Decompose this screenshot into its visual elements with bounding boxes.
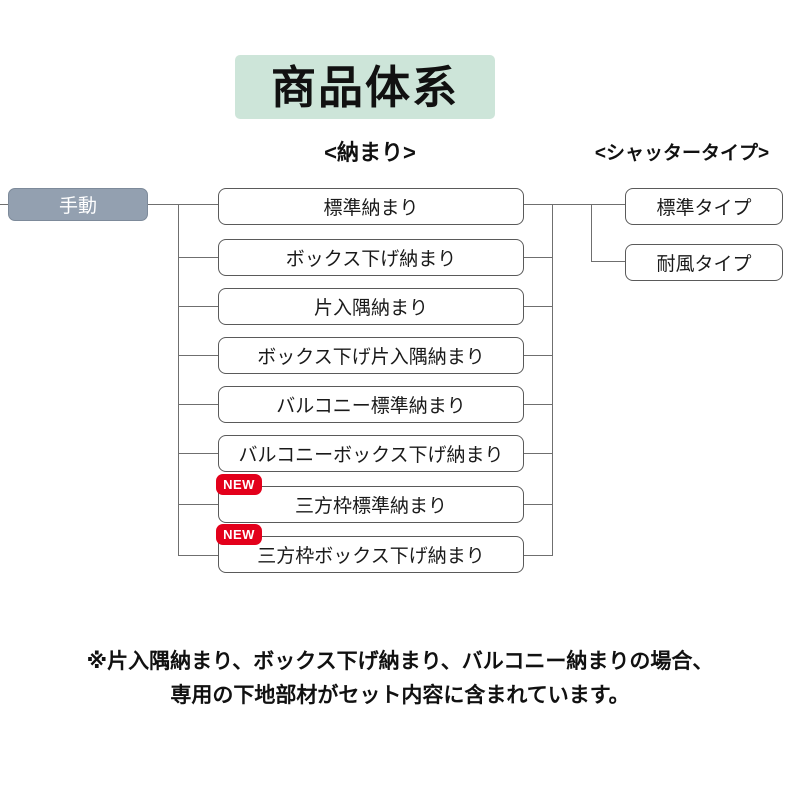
column-header-shutter-type: <シャッタータイプ> — [594, 143, 770, 164]
connector-branch-right-7 — [524, 504, 553, 505]
node-osamari-1[interactable]: 標準納まり — [218, 188, 524, 225]
connector-branch-left-8 — [178, 555, 218, 556]
new-badge-osamari-8-label: NEW — [223, 527, 255, 542]
node-osamari-6-label: バルコニーボックス下げ納まり — [238, 445, 504, 466]
footnote-line-2: 専用の下地部材がセット内容に含まれています。 — [170, 684, 630, 707]
node-osamari-8[interactable]: 三方枠ボックス下げ納まり — [218, 536, 524, 573]
node-osamari-4-label: ボックス下げ片入隅納まり — [257, 347, 485, 368]
connector-right-trunk — [552, 204, 553, 556]
connector-branch-right-4 — [524, 355, 553, 356]
connector-shutter-trunk — [591, 204, 592, 262]
connector-branch-left-3 — [178, 306, 218, 307]
node-osamari-3-label: 片入隅納まり — [313, 298, 428, 319]
connector-left-trunk — [178, 204, 179, 556]
connector-branch-left-7 — [178, 504, 218, 505]
connector-branch-right-8 — [524, 555, 553, 556]
node-osamari-2-label: ボックス下げ納まり — [285, 249, 457, 270]
connector-branch-right-5 — [524, 404, 553, 405]
node-osamari-6[interactable]: バルコニーボックス下げ納まり — [218, 435, 524, 472]
node-osamari-2[interactable]: ボックス下げ納まり — [218, 239, 524, 276]
connector-branch-right-6 — [524, 453, 553, 454]
node-root-manual[interactable]: 手動 — [8, 188, 148, 221]
connector-branch-right-2 — [524, 257, 553, 258]
diagram-title-box: 商品体系 — [235, 55, 495, 119]
connector-trunk-to-shutter — [552, 204, 592, 205]
new-badge-osamari-7-label: NEW — [223, 477, 255, 492]
node-root-manual-label: 手動 — [58, 196, 97, 217]
connector-branch-left-5 — [178, 404, 218, 405]
footnote-line-1: ※片入隅納まり、ボックス下げ納まり、バルコニー納まりの場合、 — [86, 650, 714, 673]
connector-shutter-branch-1 — [591, 204, 625, 205]
node-osamari-5-label: バルコニー標準納まり — [276, 396, 466, 417]
node-shutter-2-label: 耐風タイプ — [656, 254, 752, 275]
node-osamari-8-label: 三方枠ボックス下げ納まり — [257, 546, 485, 567]
node-osamari-3[interactable]: 片入隅納まり — [218, 288, 524, 325]
connector-branch-left-4 — [178, 355, 218, 356]
connector-branch-right-3 — [524, 306, 553, 307]
node-osamari-4[interactable]: ボックス下げ片入隅納まり — [218, 337, 524, 374]
connector-shutter-branch-2 — [591, 261, 625, 262]
footnote: ※片入隅納まり、ボックス下げ納まり、バルコニー納まりの場合、 専用の下地部材がセ… — [0, 645, 800, 713]
connector-branch-left-1 — [178, 204, 218, 205]
node-osamari-7[interactable]: 三方枠標準納まり — [218, 486, 524, 523]
column-header-osamari: <納まり> — [324, 140, 416, 165]
new-badge-osamari-7: NEW — [216, 474, 262, 495]
node-osamari-1-label: 標準納まり — [323, 198, 419, 219]
connector-root-left-stub — [0, 204, 10, 205]
node-osamari-5[interactable]: バルコニー標準納まり — [218, 386, 524, 423]
connector-root-to-trunk — [148, 204, 179, 205]
node-shutter-1[interactable]: 標準タイプ — [625, 188, 783, 225]
connector-branch-right-1 — [524, 204, 553, 205]
new-badge-osamari-8: NEW — [216, 524, 262, 545]
node-shutter-1-label: 標準タイプ — [656, 198, 752, 219]
connector-branch-left-2 — [178, 257, 218, 258]
connector-branch-left-6 — [178, 453, 218, 454]
node-osamari-7-label: 三方枠標準納まり — [294, 496, 447, 517]
diagram-title: 商品体系 — [270, 61, 459, 113]
node-shutter-2[interactable]: 耐風タイプ — [625, 244, 783, 281]
